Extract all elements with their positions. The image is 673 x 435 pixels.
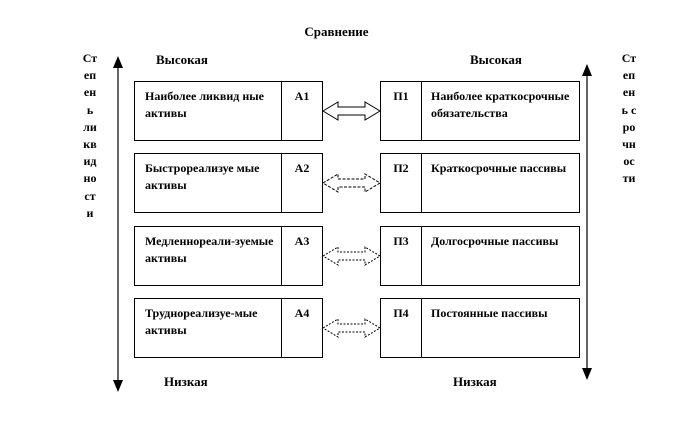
box-divider	[281, 227, 282, 285]
left-top-label: Высокая	[156, 52, 208, 67]
box-divider	[421, 82, 422, 140]
diagram-title: Сравнение	[304, 24, 369, 39]
left-bottom-label: Низкая	[164, 374, 208, 389]
liability-code: П1	[393, 89, 409, 103]
right-axis-label: Степень срочности	[621, 51, 637, 186]
liability-box-2: П2 Краткосрочные пассивы	[380, 153, 580, 213]
box-divider	[281, 299, 282, 357]
double-arrow-icon	[322, 246, 381, 266]
liability-code: П3	[393, 234, 409, 248]
liability-box-1: П1 Наиболее краткосрочные обязательства	[380, 81, 580, 141]
liability-code: П2	[393, 161, 409, 175]
left-axis-arrow-head-down	[113, 380, 123, 392]
box-divider	[421, 299, 422, 357]
double-arrow-icon	[322, 101, 381, 121]
asset-label: Труднореализуе-мые активы	[145, 306, 258, 337]
asset-label: Медленнореали-зуемые активы	[145, 234, 274, 265]
liability-label: Постоянные пассивы	[431, 306, 548, 320]
asset-code: А1	[294, 89, 310, 103]
box-divider	[281, 82, 282, 140]
asset-box-3: Медленнореали-зуемые активы А3	[134, 226, 323, 286]
left-axis-arrow-head-up	[113, 56, 123, 68]
double-arrow-icon	[322, 318, 381, 338]
right-axis-arrow-head-up	[582, 64, 592, 76]
liability-box-4: П4 Постоянные пассивы	[380, 298, 580, 358]
liability-label: Краткосрочные пассивы	[431, 161, 567, 175]
right-bottom-label: Низкая	[453, 374, 497, 389]
asset-box-1: Наиболее ликвид ные активы А1	[134, 81, 323, 141]
asset-box-2: Быстрореализуе мые активы А2	[134, 153, 323, 213]
box-divider	[421, 227, 422, 285]
right-top-label: Высокая	[470, 52, 522, 67]
asset-code: А2	[294, 161, 310, 175]
liability-label: Долгосрочные пассивы	[431, 234, 559, 248]
left-axis-label: Степень ликвидности	[82, 51, 98, 220]
liability-label: Наиболее краткосрочные обязательства	[431, 89, 570, 120]
box-divider	[281, 154, 282, 212]
right-axis-arrow-head-down	[582, 368, 592, 380]
double-arrow-icon	[322, 173, 381, 193]
asset-code: А3	[294, 234, 310, 248]
liability-box-3: П3 Долгосрочные пассивы	[380, 226, 580, 286]
asset-box-4: Труднореализуе-мые активы А4	[134, 298, 323, 358]
box-divider	[421, 154, 422, 212]
asset-label: Наиболее ликвид ные активы	[145, 89, 264, 120]
liability-code: П4	[393, 306, 409, 320]
asset-label: Быстрореализуе мые активы	[145, 161, 260, 192]
asset-code: А4	[294, 306, 310, 320]
